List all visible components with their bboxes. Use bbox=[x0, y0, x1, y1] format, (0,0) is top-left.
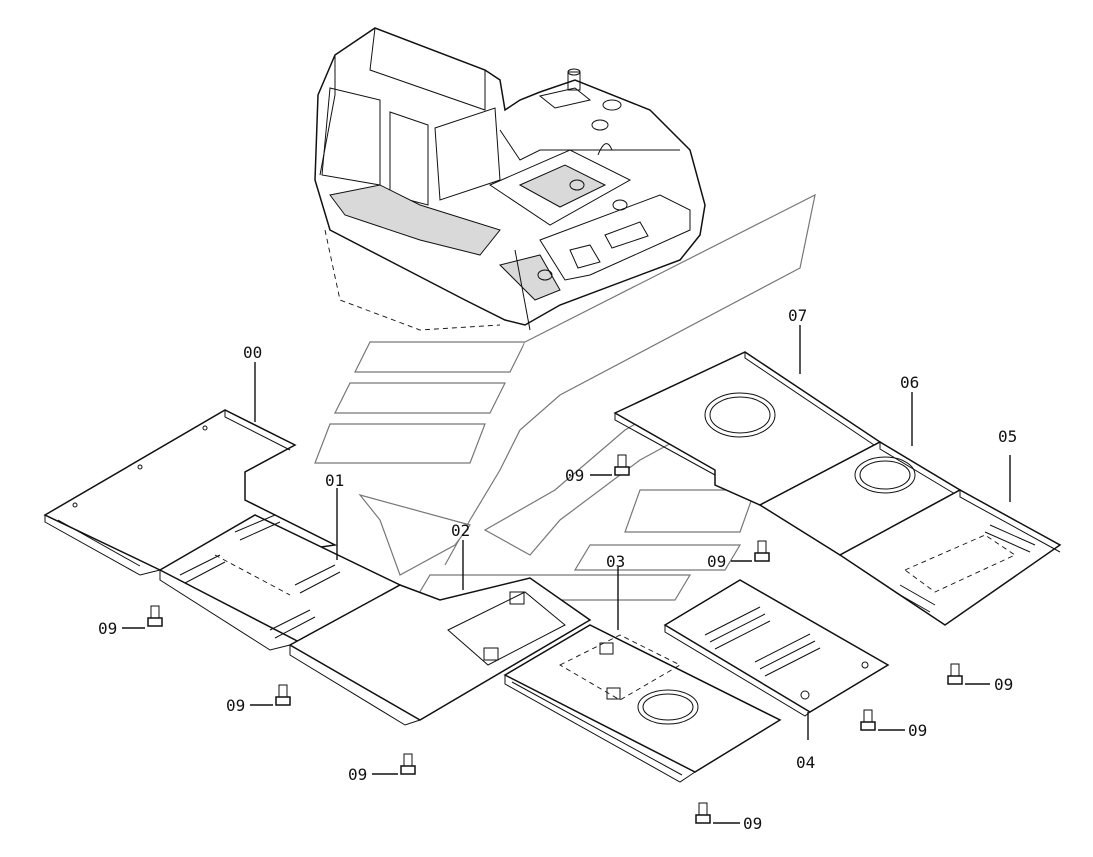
part-label-04: 04 bbox=[796, 753, 815, 772]
floor-plate-03[interactable] bbox=[503, 624, 782, 783]
bolt-09-b[interactable] bbox=[275, 684, 291, 706]
part-label-05: 05 bbox=[998, 427, 1017, 446]
part-label-07: 07 bbox=[788, 306, 807, 325]
bolt-09-f[interactable] bbox=[947, 663, 963, 685]
excavator-illustration bbox=[314, 27, 706, 331]
bolt-label-09: 09 bbox=[348, 765, 367, 784]
floor-plate-05[interactable] bbox=[838, 489, 1062, 626]
bolt-label-09: 09 bbox=[98, 619, 117, 638]
bolt-label-09: 09 bbox=[994, 675, 1013, 694]
part-label-02: 02 bbox=[451, 521, 470, 540]
bolt-label-09: 09 bbox=[707, 552, 726, 571]
floor-plate-02[interactable] bbox=[288, 577, 592, 726]
bolt-label-09: 09 bbox=[226, 696, 245, 715]
bolt-09-a[interactable] bbox=[147, 605, 163, 627]
bolt-09-g[interactable] bbox=[754, 540, 770, 562]
bolt-label-09: 09 bbox=[908, 721, 927, 740]
bolt-09-d[interactable] bbox=[695, 802, 711, 824]
leader-lines bbox=[122, 325, 1011, 824]
part-label-06: 06 bbox=[900, 373, 919, 392]
bolt-label-09: 09 bbox=[565, 466, 584, 485]
bolt-09-e[interactable] bbox=[860, 709, 876, 731]
bolt-label-09: 09 bbox=[743, 814, 762, 833]
bolt-09-c[interactable] bbox=[400, 753, 416, 775]
part-label-01: 01 bbox=[325, 471, 344, 490]
part-label-03: 03 bbox=[606, 552, 625, 571]
part-labels: 00 01 02 03 04 05 06 07 09 09 09 09 09 0… bbox=[98, 306, 1017, 833]
part-label-00: 00 bbox=[243, 343, 262, 362]
bolt-09-h[interactable] bbox=[614, 454, 630, 476]
